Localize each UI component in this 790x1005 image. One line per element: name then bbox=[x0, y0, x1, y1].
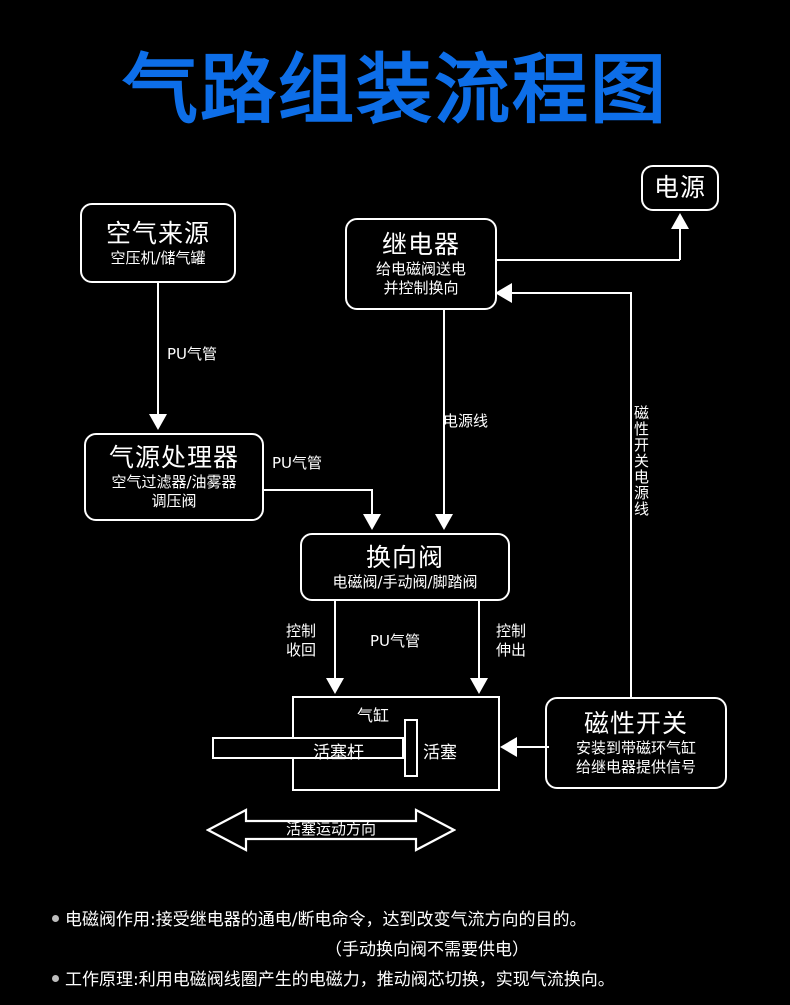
node-air-source-title: 空气来源 bbox=[105, 218, 210, 248]
edge-magswitch-to-relay-arrowhead bbox=[495, 283, 512, 303]
edge-fru-to-valve-v bbox=[371, 489, 373, 516]
edge-relay-to-power-arrowhead bbox=[671, 213, 689, 229]
note-item-2: （手动换向阀不需要供电） bbox=[52, 935, 790, 965]
node-relay[interactable]: 继电器 给电磁阀送电 并控制换向 bbox=[345, 218, 497, 310]
edge-label-power-line: 电源线 bbox=[443, 412, 489, 430]
note-text-3: 工作原理:利用电磁阀线圈产生的电磁力，推动阀芯切换，实现气流换向。 bbox=[65, 970, 615, 990]
piston-label: 活塞 bbox=[423, 743, 457, 763]
page-title: 气路组装流程图 bbox=[122, 45, 668, 134]
edge-magswitch-to-cylinder-h bbox=[517, 746, 549, 748]
edge-relay-to-valve-line bbox=[443, 310, 445, 516]
edge-airsource-to-fru-arrowhead bbox=[149, 414, 167, 430]
edge-valve-to-cylinder-left-arrowhead bbox=[326, 678, 344, 694]
edge-label-pu-tube-3: PU气管 bbox=[370, 632, 421, 650]
node-directional-valve[interactable]: 换向阀 电磁阀/手动阀/脚踏阀 bbox=[300, 533, 510, 601]
edge-valve-to-cylinder-left-v bbox=[334, 601, 336, 680]
piston-rod-label: 活塞杆 bbox=[313, 743, 364, 763]
node-directional-valve-subtitle: 电磁阀/手动阀/脚踏阀 bbox=[332, 572, 478, 591]
edge-valve-to-cylinder-right-v bbox=[478, 601, 480, 680]
edge-magswitch-to-cylinder-arrowhead bbox=[500, 737, 517, 757]
piston-rod-shape bbox=[212, 737, 404, 759]
node-power-supply[interactable]: 电源 bbox=[641, 165, 719, 211]
bullet-icon bbox=[52, 915, 59, 922]
piston-travel-arrow bbox=[206, 806, 456, 854]
notes-block: 电磁阀作用:接受继电器的通电/断电命令，达到改变气流方向的目的。 （手动换向阀不… bbox=[52, 905, 790, 995]
edge-label-control-extend: 控制 伸出 bbox=[495, 622, 526, 659]
cylinder-label: 气缸 bbox=[357, 706, 390, 725]
node-air-source-subtitle: 空压机/储气罐 bbox=[110, 248, 206, 267]
bullet-icon bbox=[52, 975, 59, 982]
node-air-source[interactable]: 空气来源 空压机/储气罐 bbox=[80, 203, 236, 283]
edge-valve-to-cylinder-right-arrowhead bbox=[470, 678, 488, 694]
piston-shape bbox=[404, 719, 418, 777]
note-text-1: 电磁阀作用:接受继电器的通电/断电命令，达到改变气流方向的目的。 bbox=[65, 910, 587, 930]
edge-fru-to-valve-h bbox=[264, 489, 373, 491]
node-relay-title: 继电器 bbox=[381, 230, 460, 259]
note-text-2: （手动换向阀不需要供电） bbox=[325, 940, 529, 960]
edge-magswitch-to-relay-h bbox=[510, 292, 632, 294]
note-item-1: 电磁阀作用:接受继电器的通电/断电命令，达到改变气流方向的目的。 bbox=[52, 905, 790, 935]
node-magnetic-switch-title: 磁性开关 bbox=[583, 709, 688, 738]
node-air-treatment-unit[interactable]: 气源处理器 空气过滤器/油雾器 调压阀 bbox=[84, 433, 264, 521]
edge-relay-to-power-v bbox=[679, 227, 681, 260]
note-item-3: 工作原理:利用电磁阀线圈产生的电磁力，推动阀芯切换，实现气流换向。 bbox=[52, 965, 790, 995]
node-relay-subtitle-1: 给电磁阀送电 bbox=[375, 260, 466, 278]
edge-magswitch-to-relay-v bbox=[630, 292, 632, 698]
node-power-supply-title: 电源 bbox=[653, 173, 706, 202]
edge-label-pu-tube-2: PU气管 bbox=[272, 454, 323, 472]
edge-label-pu-tube-1: PU气管 bbox=[167, 345, 218, 363]
node-magnetic-switch[interactable]: 磁性开关 安装到带磁环气缸 给继电器提供信号 bbox=[545, 697, 727, 789]
node-magnetic-switch-subtitle-2: 给继电器提供信号 bbox=[575, 758, 696, 776]
node-air-treatment-title: 气源处理器 bbox=[108, 443, 239, 472]
edge-airsource-to-fru-line bbox=[157, 283, 159, 416]
node-magnetic-switch-subtitle-1: 安装到带磁环气缸 bbox=[575, 739, 696, 757]
node-relay-subtitle-2: 并控制换向 bbox=[383, 279, 459, 297]
edge-label-mag-power-line: 磁性开关电源线 bbox=[632, 405, 650, 517]
edge-fru-to-valve-arrowhead bbox=[363, 514, 381, 530]
edge-relay-to-valve-arrowhead bbox=[435, 514, 453, 530]
node-directional-valve-title: 换向阀 bbox=[365, 542, 444, 572]
node-air-treatment-subtitle-1: 空气过滤器/油雾器 bbox=[111, 473, 237, 491]
piston-travel-label: 活塞运动方向 bbox=[285, 820, 376, 838]
edge-relay-to-power-h bbox=[497, 259, 680, 261]
node-air-treatment-subtitle-2: 调压阀 bbox=[151, 492, 197, 510]
edge-label-control-retract: 控制 收回 bbox=[285, 622, 316, 659]
